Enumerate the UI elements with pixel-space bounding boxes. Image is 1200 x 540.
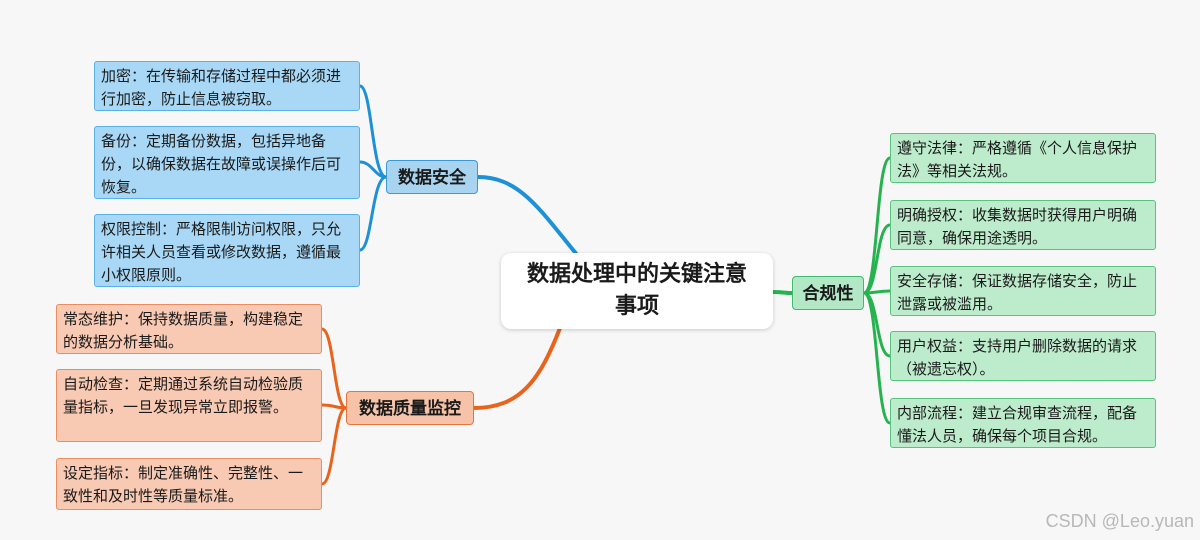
topic-internal-process-text: 内部流程：建立合规审查流程，配备懂法人员，确保每个项目合规。 [897,404,1138,445]
branch-data-security-label: 数据安全 [398,168,466,188]
topic-access-control[interactable]: 权限控制：严格限制访问权限，只允许相关人员查看或修改数据，遵循最小权限原则。 [94,214,360,287]
topic-access-control-text: 权限控制：严格限制访问权限，只允许相关人员查看或修改数据，遵循最小权限原则。 [101,220,342,284]
topic-secure-storage-text: 安全存储：保证数据存储安全，防止泄露或被滥用。 [897,272,1138,313]
watermark: CSDN @Leo.yuan [1045,511,1194,531]
branch-compliance-label: 合规性 [802,284,854,304]
connector-security-2 [359,160,387,179]
topic-encryption-text: 加密：在传输和存储过程中都必须进行加密，防止信息被窃取。 [101,67,342,108]
central-topic[interactable]: 数据处理中的关键注意事项 [501,253,773,329]
central-topic-label: 数据处理中的关键注意事项 [526,262,747,319]
topic-user-rights-text: 用户权益：支持用户删除数据的请求（被遗忘权）。 [897,337,1138,378]
topic-obey-law-text: 遵守法律：严格遵循《个人信息保护法》等相关法规。 [897,139,1138,180]
topic-routine-maintenance[interactable]: 常态维护：保持数据质量，构建稳定的数据分析基础。 [56,304,322,354]
topic-obey-law[interactable]: 遵守法律：严格遵循《个人信息保护法》等相关法规。 [890,133,1156,183]
topic-explicit-authorization-text: 明确授权：收集数据时获得用户明确同意，确保用途透明。 [897,206,1138,247]
branch-data-quality-label: 数据质量监控 [359,399,461,419]
topic-automatic-check[interactable]: 自动检查：定期通过系统自动检验质量指标，一旦发现异常立即报警。 [56,369,322,442]
topic-set-metrics[interactable]: 设定指标：制定准确性、完整性、一致性和及时性等质量标准。 [56,458,322,510]
connector-compliance-2 [863,223,891,295]
topic-user-rights[interactable]: 用户权益：支持用户删除数据的请求（被遗忘权）。 [890,331,1156,381]
topic-set-metrics-text: 设定指标：制定准确性、完整性、一致性和及时性等质量标准。 [63,464,304,505]
topic-internal-process[interactable]: 内部流程：建立合规审查流程，配备懂法人员，确保每个项目合规。 [890,398,1156,448]
branch-compliance[interactable]: 合规性 [792,276,864,310]
connector-compliance-1 [862,156,892,295]
branch-data-quality[interactable]: 数据质量监控 [346,391,474,425]
connector-security-1 [359,84,387,179]
topic-automatic-check-text: 自动检查：定期通过系统自动检验质量指标，一旦发现异常立即报警。 [63,375,304,416]
connector-compliance-5 [863,291,891,425]
connector-center-compliance [772,290,793,295]
branch-data-security[interactable]: 数据安全 [386,160,478,194]
topic-routine-maintenance-text: 常态维护：保持数据质量，构建稳定的数据分析基础。 [63,310,304,351]
connector-center-security [477,175,580,258]
topic-explicit-authorization[interactable]: 明确授权：收集数据时获得用户明确同意，确保用途透明。 [890,200,1156,250]
connector-quality-3 [321,406,347,486]
topic-backup[interactable]: 备份：定期备份数据，包括异地备份，以确保数据在故障或误操作后可恢复。 [94,126,360,199]
topic-secure-storage[interactable]: 安全存储：保证数据存储安全，防止泄露或被滥用。 [890,266,1156,316]
topic-encryption[interactable]: 加密：在传输和存储过程中都必须进行加密，防止信息被窃取。 [94,61,360,111]
connector-quality-1 [321,327,347,410]
connector-security-3 [359,175,387,252]
connector-center-quality [473,327,562,410]
topic-backup-text: 备份：定期备份数据，包括异地备份，以确保数据在故障或误操作后可恢复。 [101,132,342,196]
